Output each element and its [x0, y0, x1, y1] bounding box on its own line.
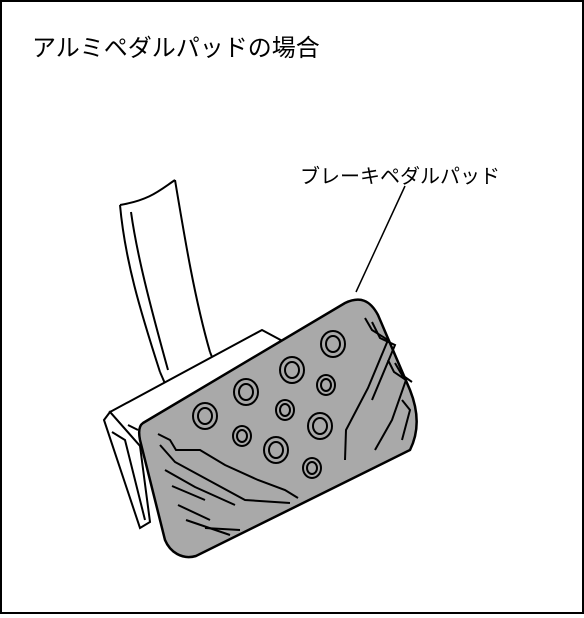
callout-leader-line	[355, 185, 406, 293]
pad-holes	[192, 330, 346, 479]
grip-ridges	[157, 317, 413, 536]
page-title: アルミペダルパッドの場合	[32, 34, 320, 62]
brake-pedal-pad-label: ブレーキペダルパッド	[300, 164, 500, 188]
